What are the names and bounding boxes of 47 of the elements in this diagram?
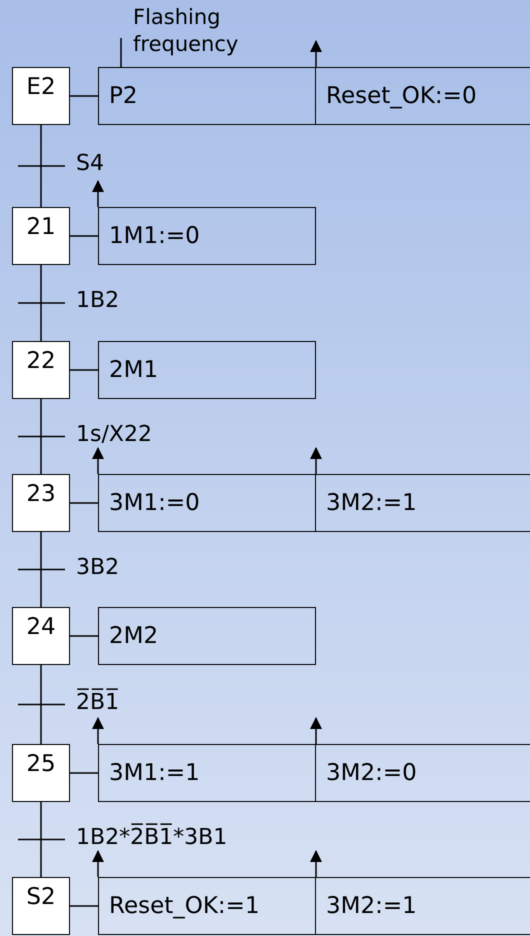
transition-condition: 1B2	[76, 287, 120, 315]
transition-condition: S4	[76, 150, 104, 178]
arrow	[310, 447, 322, 474]
action-box: 3M2:=1	[316, 877, 530, 935]
arrow	[310, 850, 322, 877]
arrow	[310, 717, 322, 744]
action-box: 3M1:=1	[98, 744, 316, 802]
action-box: Reset_OK:=0	[316, 67, 530, 125]
action-box: 3M2:=0	[316, 744, 530, 802]
transition-line	[17, 264, 66, 342]
action-box: 3M2:=1	[316, 474, 530, 532]
action-box: P2	[98, 67, 316, 125]
connector-line	[70, 235, 98, 237]
transition-condition: 1B2*2̅B̅1̅*3B1	[76, 824, 228, 852]
step-box: 24	[12, 607, 70, 665]
transition-condition: 3B2	[76, 554, 120, 582]
step-box: 21	[12, 207, 70, 265]
action-box: 2M1	[98, 341, 316, 399]
step-box: S2	[12, 877, 70, 935]
connector-line	[70, 772, 98, 774]
connector-line	[70, 905, 98, 907]
transition-line	[17, 531, 66, 608]
connector-line	[70, 502, 98, 504]
arrow	[310, 40, 322, 67]
connector-line	[70, 369, 98, 371]
arrow	[92, 180, 104, 207]
step-box: 23	[12, 474, 70, 532]
connector-line	[70, 635, 98, 637]
transition-condition: 2̅B̅1̅	[76, 688, 120, 716]
connector-line	[70, 95, 98, 97]
transition-line	[17, 664, 66, 745]
step-box: E2	[12, 67, 70, 125]
arrow	[92, 850, 104, 877]
action-box: Reset_OK:=1	[98, 877, 316, 935]
transition-condition: 1s/X22	[76, 420, 152, 448]
action-box: 3M1:=0	[98, 474, 316, 532]
arrow	[92, 447, 104, 474]
annotation-text: Flashing frequency	[120, 4, 300, 67]
transition-line	[17, 398, 66, 475]
transition-line	[17, 124, 66, 208]
action-box: 2M2	[98, 607, 316, 665]
transition-line	[17, 801, 66, 878]
arrow	[92, 717, 104, 744]
action-box: 1M1:=0	[98, 207, 316, 265]
leader-line	[120, 38, 122, 67]
step-box: 25	[12, 744, 70, 802]
step-box: 22	[12, 341, 70, 399]
